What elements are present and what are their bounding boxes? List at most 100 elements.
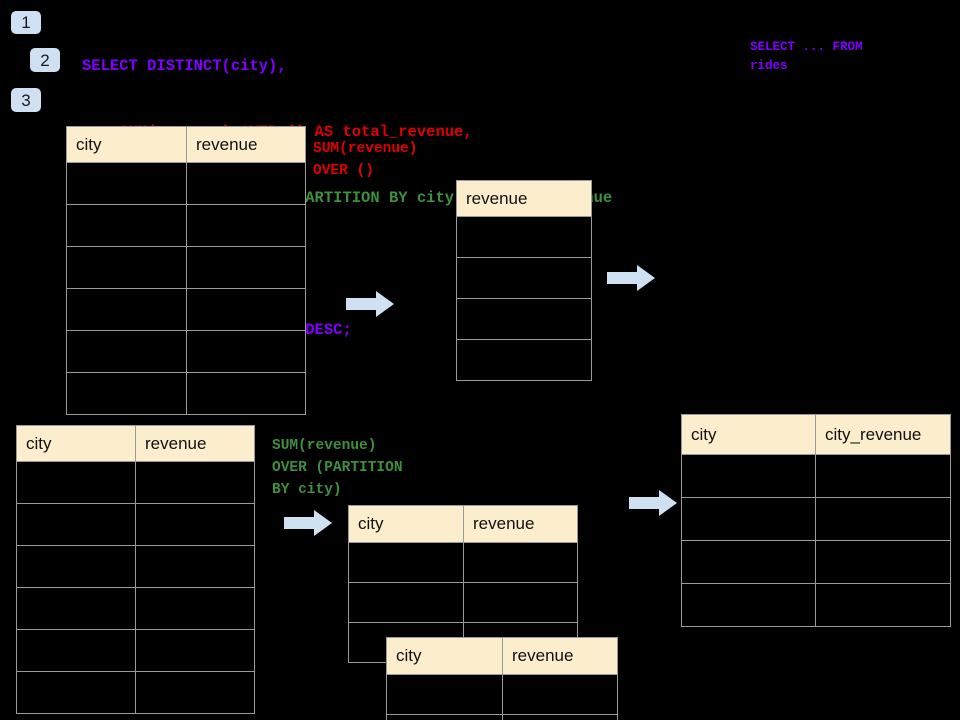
- table-cell: [456, 216, 592, 258]
- table-row: [66, 330, 306, 373]
- column-header: city: [16, 425, 136, 462]
- column-header: city: [66, 126, 187, 163]
- table-row: [456, 216, 592, 258]
- table-cell: [815, 454, 951, 498]
- table-row: [681, 497, 951, 541]
- table-cell: [135, 545, 255, 588]
- table-cell: [815, 497, 951, 541]
- column-header: city_revenue: [815, 414, 951, 455]
- table-cell: [186, 288, 306, 331]
- table-cell: [16, 587, 136, 630]
- column-header: revenue: [456, 180, 592, 217]
- table-row: [456, 257, 592, 299]
- arrow-icon: [284, 510, 332, 536]
- step-badge-3: 3: [11, 88, 41, 112]
- table-cell: [135, 461, 255, 504]
- table-cell: [16, 545, 136, 588]
- column-header: city: [386, 637, 503, 675]
- arrow-icon: [629, 490, 677, 516]
- table-cell: [186, 330, 306, 373]
- column-header: revenue: [135, 425, 255, 462]
- table-cell: [135, 587, 255, 630]
- table-cell: [16, 629, 136, 672]
- column-header: revenue: [502, 637, 618, 675]
- table-row: [681, 583, 951, 627]
- table-row: [16, 503, 255, 546]
- step-badge-1: 1: [11, 11, 41, 34]
- column-header: city: [348, 505, 464, 543]
- table-cell: [135, 503, 255, 546]
- table-row: [66, 288, 306, 331]
- table-row: [16, 545, 255, 588]
- table-row: [66, 246, 306, 289]
- table-cell: [681, 540, 816, 584]
- table-cell: [463, 542, 578, 583]
- table-row: [16, 671, 255, 714]
- table-cell: [16, 461, 136, 504]
- table-row: [16, 461, 255, 504]
- table-cell: [386, 674, 503, 715]
- table-cell: [348, 582, 464, 623]
- table-cell: [681, 454, 816, 498]
- table-cell: [463, 582, 578, 623]
- table-cell: [186, 162, 306, 205]
- step-badge-2: 2: [30, 48, 60, 72]
- table-cell: [502, 674, 618, 715]
- table-row: [66, 204, 306, 247]
- table-cell: [16, 671, 136, 714]
- table-cell: [135, 671, 255, 714]
- table-cell: [681, 583, 816, 627]
- table-row: [16, 587, 255, 630]
- table-cell: [815, 540, 951, 584]
- table-cell: [386, 714, 503, 720]
- annotation-sum-over-partition: SUM(revenue) OVER (PARTITION BY city): [272, 438, 403, 498]
- table-row: [16, 629, 255, 672]
- arrow-source-to-total: [346, 289, 394, 319]
- column-header: revenue: [186, 126, 306, 163]
- column-header: city: [681, 414, 816, 455]
- table-cell: [66, 330, 187, 373]
- table-cell: [66, 204, 187, 247]
- annotation-sum-over-empty: SUM(revenue) OVER (): [313, 141, 418, 179]
- column-header: revenue: [463, 505, 578, 543]
- table-header-row: revenue: [456, 180, 592, 217]
- table-row: [456, 339, 592, 381]
- table-cell: [66, 162, 187, 205]
- table-cell: [502, 714, 618, 720]
- table-cell: [66, 372, 187, 415]
- table-cell: [186, 372, 306, 415]
- arrow-total-to-result: [607, 263, 655, 293]
- table-cell: [66, 288, 187, 331]
- table-row: [386, 714, 618, 720]
- arrow-icon: [346, 291, 394, 317]
- table-cell: [456, 339, 592, 381]
- total-revenue-table: revenue: [456, 180, 592, 381]
- table-row: [348, 582, 578, 623]
- table-cell: [186, 246, 306, 289]
- table-cell: [681, 497, 816, 541]
- sql-line-select: SELECT DISTINCT(city),: [82, 57, 287, 75]
- arrow-partition-to-result: [629, 488, 677, 518]
- table-cell: [135, 629, 255, 672]
- table-cell: [815, 583, 951, 627]
- table-row: [681, 540, 951, 584]
- arrow-source-to-partition: [284, 508, 332, 538]
- table-cell: [66, 246, 187, 289]
- table-cell: [456, 257, 592, 299]
- table-cell: [16, 503, 136, 546]
- table-row: [66, 162, 306, 205]
- table-row: [386, 674, 618, 715]
- table-row: [681, 454, 951, 498]
- table-cell: [186, 204, 306, 247]
- table-row: [66, 372, 306, 415]
